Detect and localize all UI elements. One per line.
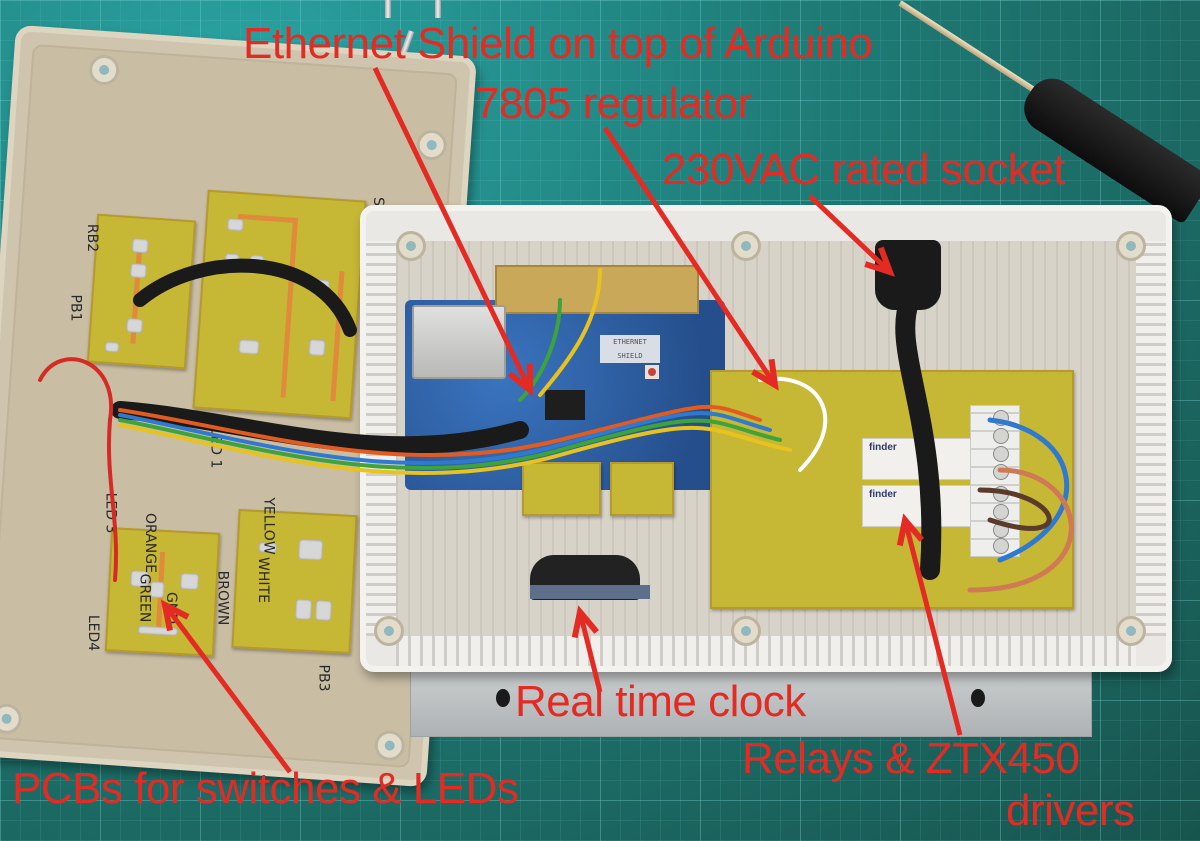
relay-2: finder [862,485,972,527]
terminal-block [970,405,1020,557]
mounting-hole [496,689,510,707]
handwritten-label: LED 1 [207,427,224,469]
label-relays-drivers-line2: drivers [1006,786,1135,835]
ethernet-shield-label: ETHERNET SHIELD [600,335,660,363]
handwritten-label: PB3 [315,664,332,692]
loose-screw [385,0,391,18]
handwritten-label: LED 3 [102,492,119,534]
stripboard-connector-left [522,462,601,516]
screwdriver-shaft [898,0,1036,93]
relay-brand: finder [869,442,897,453]
header-stripboard [495,265,699,314]
handwritten-label: ORANGE [141,513,158,573]
label-pcbs-switches-leds: PCBs for switches & LEDs [12,764,519,813]
handwritten-label: LED4 [85,614,102,652]
real-time-clock-board [530,585,650,599]
handwritten-label: YELLOW [260,497,277,555]
vent-fins-right [1136,241,1166,636]
screw-post [1116,231,1146,261]
label-relays-drivers: Relays & ZTX450 [742,734,1080,783]
label-real-time-clock: Real time clock [515,677,806,726]
pcb-switch-large [192,189,367,420]
reset-button [645,365,659,379]
handwritten-label: PB1 [67,294,84,322]
stripboard-connector-right [610,462,674,516]
mains-socket [875,240,941,310]
aluminium-plate [410,660,1092,737]
label-ethernet-shield: Ethernet Shield on top of Arduino [243,19,873,68]
handwritten-label: GREEN [136,573,153,623]
pcb-led-right [231,508,358,655]
loose-screw [435,0,441,18]
screw-post [374,616,404,646]
rj45-jack [412,305,506,379]
label-230vac-socket: 230VAC rated socket [662,145,1066,194]
relay-1: finder [862,438,972,480]
screw-post [731,231,761,261]
handwritten-label: GND [163,591,180,625]
screw-post [396,231,426,261]
vent-fins-left [366,241,396,636]
pcb-switch-small [86,213,197,370]
screw-post [1116,616,1146,646]
handwritten-label: BROWN [214,570,231,626]
mounting-hole [971,689,985,707]
relay-brand: finder [869,489,897,500]
vent-fins-bottom [396,636,1136,666]
handwritten-label: WHITE [254,557,271,603]
ethernet-chip [545,390,585,420]
screw-post [731,616,761,646]
handwritten-label: RB2 [84,223,101,253]
label-7805-regulator: 7805 regulator [475,79,752,128]
